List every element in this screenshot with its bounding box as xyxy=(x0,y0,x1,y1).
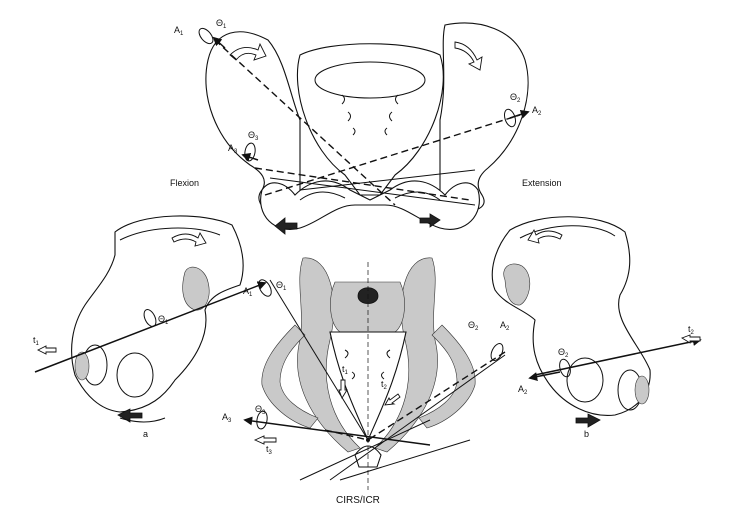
sacral-foramina xyxy=(341,94,399,136)
right-iliac-wing xyxy=(439,22,529,211)
label-theta1-top: Θ1 xyxy=(216,18,227,30)
right-hip-bone-b xyxy=(491,216,702,428)
label-A2-center: A2 xyxy=(500,320,510,332)
left-bottom-arrow xyxy=(117,408,143,423)
label-A1-top: A1 xyxy=(174,25,184,37)
theta1-top-rotation-icon xyxy=(198,27,214,45)
label-theta1-left: Θ1 xyxy=(158,314,169,326)
sacral-promontory xyxy=(314,61,426,99)
A1-top-arrow xyxy=(212,36,226,49)
label-extension: Extension xyxy=(522,178,562,188)
left-bottom-curve xyxy=(119,417,166,423)
left-pubis-arrow xyxy=(274,217,298,235)
label-theta3-center: Θ3 xyxy=(255,404,266,416)
label-A1-center: A1 xyxy=(243,286,253,298)
axis-A2-bottom xyxy=(329,354,506,481)
theta3-center-rotation-icon xyxy=(256,410,268,430)
cirs-icr-point xyxy=(366,438,370,442)
A2-top-arrow xyxy=(509,110,530,119)
axis-A2-dashed-bottom xyxy=(367,351,506,441)
label-A3-top: A3 xyxy=(228,143,238,155)
axis-cross-2 xyxy=(339,439,471,481)
label-flexion: Flexion xyxy=(170,178,199,188)
left-wing-rotation-arrow xyxy=(229,42,267,61)
axis-A2-right xyxy=(534,337,702,376)
right-iliac-crest xyxy=(519,225,616,239)
label-theta2-right: Θ2 xyxy=(558,347,569,359)
label-t2-center: t2 xyxy=(381,379,388,391)
label-theta1-center: Θ1 xyxy=(276,280,287,292)
theta3-top-rotation-icon xyxy=(244,142,256,162)
left-obturator-foramen xyxy=(116,352,154,398)
label-cirs-icr: CIRS/ICR xyxy=(336,495,380,506)
theta2-top-rotation-icon xyxy=(503,108,517,128)
label-panel-b: b xyxy=(584,429,589,439)
axis-A2-top xyxy=(264,114,521,196)
A3-top-arrow xyxy=(241,153,259,162)
axis-A3-top xyxy=(254,167,471,201)
axis-A3-dashed-bottom xyxy=(324,429,369,441)
axis-solid-top-2 xyxy=(269,177,476,206)
right-acetabulum-fill xyxy=(634,375,650,405)
right-obturator-foramen xyxy=(566,357,604,403)
label-A3-center: A3 xyxy=(222,412,232,424)
right-sacroiliac-surface xyxy=(503,263,531,306)
left-wing-open-arrow xyxy=(171,231,207,247)
axis-A1-top xyxy=(214,39,396,206)
theta2-center-rotation-icon xyxy=(490,343,504,361)
label-theta2-top: Θ2 xyxy=(510,92,521,104)
label-theta3-top: Θ3 xyxy=(248,130,259,142)
right-pubis-arrow xyxy=(419,213,441,228)
axis-cross-1 xyxy=(299,419,431,481)
left-ilium-outline xyxy=(261,324,319,429)
right-bottom-arrow xyxy=(575,413,601,428)
t2-right-arrow xyxy=(680,334,701,344)
left-iliac-crest xyxy=(119,227,221,241)
left-ilium xyxy=(71,215,244,413)
theta2-right-rotation-icon xyxy=(559,358,571,378)
label-t1-center: t1 xyxy=(342,364,349,376)
t1-left-arrow xyxy=(36,345,57,355)
left-obturator-edge xyxy=(299,191,346,201)
right-wing-open-arrow xyxy=(527,228,563,244)
left-iliac-wing xyxy=(205,31,301,213)
axis-A1-left xyxy=(34,281,267,373)
label-t3-center: t3 xyxy=(266,444,273,456)
t2-center-arrow xyxy=(384,393,401,406)
sacral-foramina-bottom xyxy=(344,349,391,380)
right-wing-rotation-arrow xyxy=(454,41,483,71)
theta1-center-rotation-icon xyxy=(258,279,272,297)
axis-A1-bottom xyxy=(269,279,369,441)
label-theta2-center: Θ2 xyxy=(468,320,479,332)
sacrum xyxy=(296,43,444,196)
axis-solid-top-1 xyxy=(299,169,476,191)
right-ilium-outline xyxy=(418,324,476,429)
label-A2-right: A2 xyxy=(518,384,528,396)
right-ilium xyxy=(491,216,651,416)
t1-center-arrow xyxy=(338,379,348,400)
left-hip-bone-a xyxy=(34,215,267,423)
left-acetabulum-fill xyxy=(74,351,90,381)
top-pelvis xyxy=(198,22,530,235)
label-panel-a: a xyxy=(143,429,148,439)
left-sacroiliac-surface xyxy=(182,266,210,311)
label-t2-right: t2 xyxy=(688,324,695,336)
bottom-pelvis xyxy=(243,257,506,490)
label-t1-left: t1 xyxy=(33,335,40,347)
label-A2-top: A2 xyxy=(532,105,542,117)
t3-center-arrow xyxy=(253,435,277,445)
axis-A2-right-back xyxy=(528,371,561,382)
theta1-left-rotation-icon xyxy=(143,309,157,327)
